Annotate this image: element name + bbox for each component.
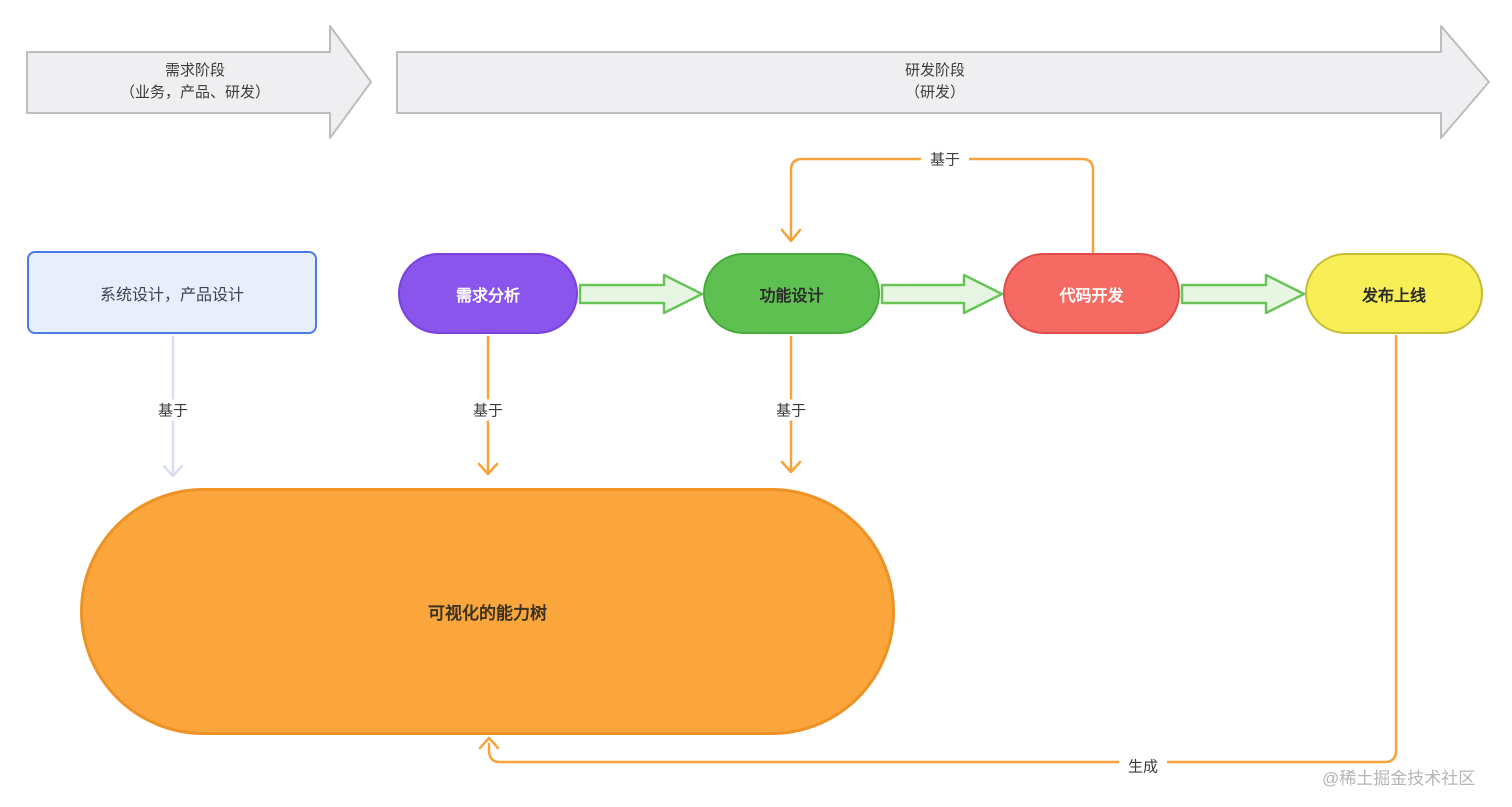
edge-label-based-on-side: 基于 xyxy=(148,399,198,421)
arrowhead-up-icon xyxy=(478,736,500,750)
banner-requirement-phase: 需求阶段 （业务，产品、研发） xyxy=(60,60,330,104)
banner-subtitle: （业务，产品、研发） xyxy=(119,84,270,101)
banner-subtitle: （研发） xyxy=(904,84,965,101)
node-code-development: 代码开发 xyxy=(1003,253,1180,334)
edge-based-on-arc xyxy=(789,157,1095,254)
flow-arrow-icon xyxy=(880,273,1004,315)
arrowhead-down-icon xyxy=(477,462,499,476)
edge-label-based-on-arc: 基于 xyxy=(920,148,970,170)
banner-arrow-dev-phase xyxy=(396,25,1490,139)
node-system-product-design: 系统设计，产品设计 xyxy=(27,251,317,334)
node-label: 可视化的能力树 xyxy=(428,604,547,623)
node-label: 需求分析 xyxy=(455,287,520,305)
arrowhead-down-icon xyxy=(780,460,802,474)
flow-arrow-icon xyxy=(1180,273,1306,315)
edge-generate xyxy=(487,334,1398,764)
banner-arrow-requirement-phase xyxy=(26,25,372,139)
arrowhead-down-icon xyxy=(780,228,802,243)
node-function-design: 功能设计 xyxy=(703,253,880,334)
flow-arrow-icon xyxy=(578,273,704,315)
banner-title: 需求阶段 xyxy=(164,62,225,79)
node-capability-tree: 可视化的能力树 xyxy=(80,488,895,735)
node-label: 发布上线 xyxy=(1361,287,1426,305)
edge-label-based-on-requirement: 基于 xyxy=(463,399,513,421)
node-label: 代码开发 xyxy=(1059,287,1124,305)
node-release-online: 发布上线 xyxy=(1305,253,1483,334)
watermark: @稀土掘金技术社区 xyxy=(1322,769,1476,788)
banner-dev-phase: 研发阶段 （研发） xyxy=(800,60,1070,104)
edge-label-based-on-function: 基于 xyxy=(766,399,816,421)
arrowhead-down-icon xyxy=(162,464,184,478)
node-label: 系统设计，产品设计 xyxy=(99,286,244,304)
banner-title: 研发阶段 xyxy=(904,62,965,79)
edge-label-generate: 生成 xyxy=(1118,755,1168,777)
node-label: 功能设计 xyxy=(759,287,824,305)
node-requirement-analysis: 需求分析 xyxy=(398,253,578,334)
